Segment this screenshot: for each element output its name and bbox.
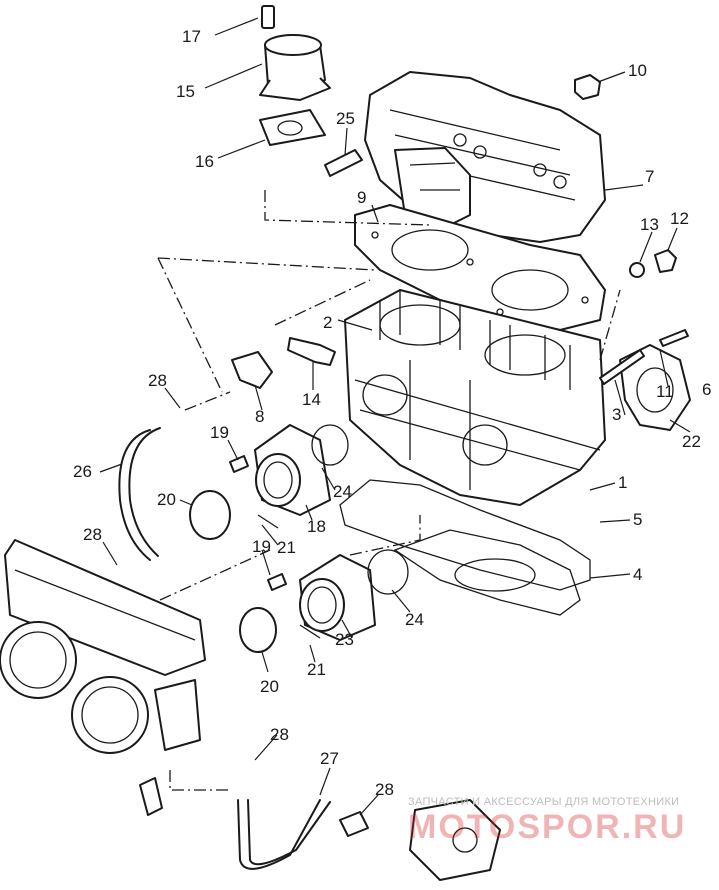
callout-17: 17	[182, 27, 201, 46]
callout-24-b: 24	[405, 610, 424, 629]
callout-10: 10	[628, 61, 647, 80]
thermostat-cover	[259, 5, 331, 146]
watermark-logo: MOTOSPOR.RU	[408, 808, 687, 846]
callout-28-b: 28	[83, 525, 102, 544]
callout-21-a: 21	[277, 538, 296, 557]
callout-14: 14	[302, 390, 321, 409]
throttle-body-assembly	[0, 539, 206, 816]
callout-24-a: 24	[333, 482, 352, 501]
callout-11: 11	[656, 382, 674, 401]
callout-19-b: 19	[252, 537, 271, 556]
callout-23: 23	[335, 630, 354, 649]
clamps	[189, 455, 321, 653]
callout-20-b: 20	[260, 677, 279, 696]
callout-9: 9	[357, 188, 366, 207]
callout-28-d: 28	[375, 780, 394, 799]
fasteners-top	[574, 74, 677, 278]
callout-13: 13	[640, 215, 659, 234]
callout-25: 25	[336, 109, 355, 128]
leader-lines	[99, 17, 691, 816]
callout-2: 2	[323, 313, 332, 332]
callout-12: 12	[670, 209, 689, 228]
callout-7: 7	[645, 167, 654, 186]
callout-27: 27	[320, 749, 339, 768]
sensors	[231, 149, 363, 389]
callout-15: 15	[176, 82, 195, 101]
callout-3: 3	[612, 405, 621, 424]
exhaust-gasket	[599, 329, 691, 431]
callout-4: 4	[633, 565, 642, 584]
callout-16: 16	[195, 152, 214, 171]
callout-22: 22	[682, 432, 701, 451]
callout-labels: 17 15 16 25 10 7 9 13 12 2 14 8 28 6 11 …	[73, 27, 711, 799]
callout-19-a: 19	[210, 423, 229, 442]
callout-8: 8	[255, 407, 264, 426]
intake-flanges	[254, 424, 409, 641]
callout-1: 1	[618, 473, 627, 492]
callout-5: 5	[633, 510, 642, 529]
head-gasket	[354, 204, 606, 331]
cylinder-block	[344, 289, 606, 506]
callout-21-b: 21	[307, 660, 326, 679]
callout-28-a: 28	[148, 371, 167, 390]
callout-28-c: 28	[270, 725, 289, 744]
callout-26: 26	[73, 462, 92, 481]
base-gaskets	[339, 479, 591, 616]
callout-20-a: 20	[157, 490, 176, 509]
watermark-tagline: ЗАПЧАСТИ И АКСЕССУАРЫ ДЛЯ МОТОТЕХНИКИ	[408, 796, 680, 808]
hoses	[118, 427, 501, 881]
callout-18: 18	[307, 517, 326, 536]
callout-6: 6	[702, 380, 711, 399]
assembly-lines	[157, 190, 621, 791]
